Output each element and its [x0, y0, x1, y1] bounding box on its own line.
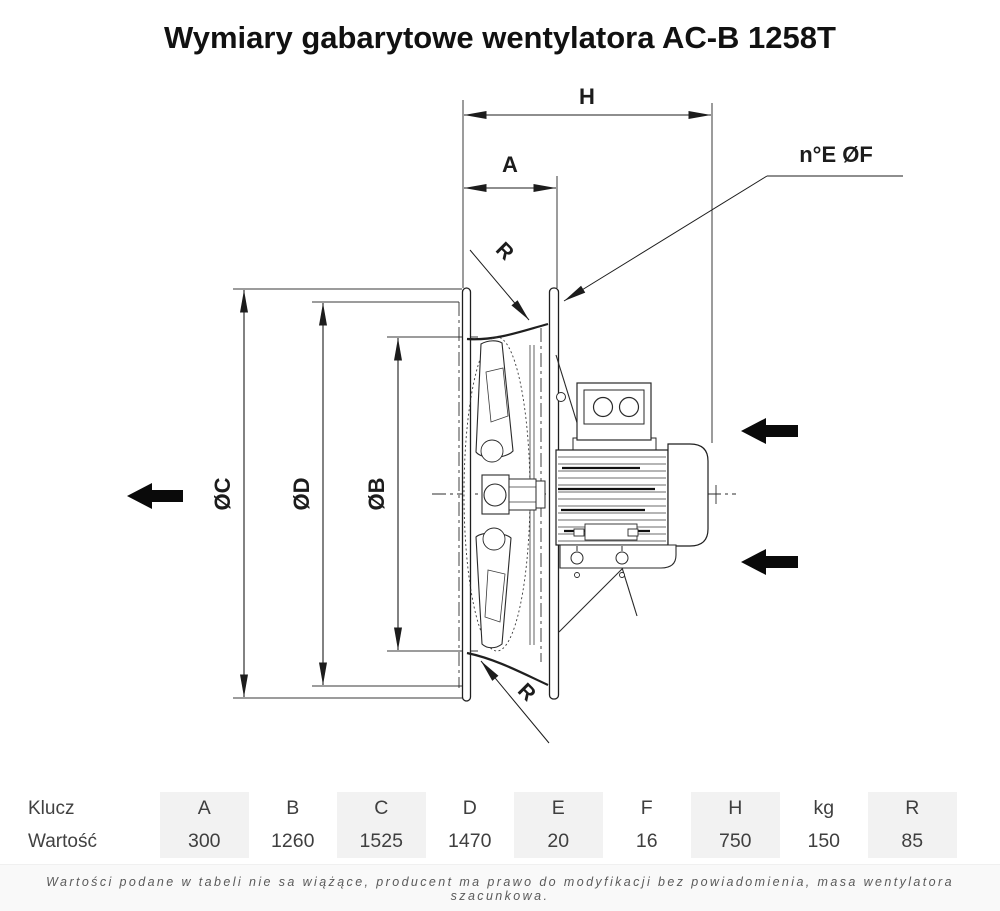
column-key: B	[286, 797, 300, 819]
motor-foot	[573, 528, 585, 537]
column-value: 1470	[448, 830, 492, 852]
table-column-r: R 85	[868, 792, 957, 858]
dim-label-bolt-holes: n°E ØF	[799, 142, 873, 167]
motor-foot	[627, 528, 639, 537]
airflow-arrows	[127, 418, 798, 575]
cable-gland	[618, 396, 640, 418]
dim-label-radius-top: R	[491, 238, 518, 265]
table-column-e: E 20	[514, 792, 603, 858]
dim-label-h: H	[579, 84, 595, 109]
footer-band: Wartości podane w tabeli nie sa wiążące,…	[0, 864, 1000, 911]
table-column-b: B 1260	[249, 792, 338, 858]
column-value: 20	[547, 830, 570, 852]
table-columns: A 300 B 1260 C 1525 D 1470 E 20 F 16	[160, 792, 957, 858]
table-column-c: C 1525	[337, 792, 426, 858]
dimensions-table: Klucz Wartość A 300 B 1260 C 1525 D 1470…	[0, 792, 1000, 858]
column-value: 300	[187, 830, 221, 852]
dim-label-dia-d: ØD	[289, 478, 314, 511]
leader-lines	[469, 175, 903, 744]
dim-label-a: A	[502, 152, 518, 177]
column-value: 150	[807, 830, 841, 852]
bracket-bolt	[615, 551, 629, 565]
airflow-arrow-inlet-bottom-icon	[741, 549, 798, 575]
column-value: 1525	[359, 830, 403, 852]
motor-end-shield	[667, 443, 709, 547]
extension-lines	[233, 100, 713, 699]
dim-label-radius-bottom: R	[513, 679, 540, 706]
disclaimer-text: Wartości podane w tabeli nie sa wiążące,…	[46, 875, 954, 903]
table-column-f: F 16	[603, 792, 692, 858]
impeller	[463, 336, 546, 652]
bracket-bolt-tip	[619, 572, 625, 578]
page-title: Wymiary gabarytowe wentylatora AC-B 1258…	[164, 20, 836, 55]
column-key: C	[374, 797, 389, 819]
dim-label-dia-c: ØC	[210, 477, 235, 510]
column-value: 16	[635, 830, 658, 852]
airflow-arrow-inlet-top-icon	[741, 418, 798, 444]
cable-gland	[592, 396, 614, 418]
value-row-label: Wartość	[28, 831, 97, 852]
column-value: 1260	[271, 830, 315, 852]
airflow-arrow-left-icon	[127, 483, 183, 509]
column-value: 750	[718, 830, 752, 852]
key-row-label: Klucz	[28, 798, 75, 819]
column-key: H	[728, 797, 743, 819]
table-column-kg: kg 150	[780, 792, 869, 858]
motor-assembly	[555, 354, 709, 633]
column-key: kg	[813, 797, 835, 819]
fan-housing	[461, 287, 560, 702]
panel-hole	[556, 392, 566, 402]
table-column-a: A 300	[160, 792, 249, 858]
fan-dimension-drawing: H A n°E ØF ØC ØD ØB R R	[127, 84, 903, 744]
column-key: D	[462, 797, 477, 819]
column-value: 85	[901, 830, 924, 852]
table-column-h: H 750	[691, 792, 780, 858]
column-key: A	[197, 797, 211, 819]
column-key: F	[640, 797, 653, 819]
bracket-bolt	[570, 551, 584, 565]
column-key: E	[551, 797, 565, 819]
support-gusset-edge	[558, 556, 635, 633]
table-row-labels: Klucz Wartość	[0, 792, 160, 858]
bracket-bolt-tip	[574, 572, 580, 578]
dim-label-dia-b: ØB	[364, 478, 389, 511]
table-column-d: D 1470	[426, 792, 515, 858]
column-key: R	[905, 797, 920, 819]
dimension-lines	[240, 111, 711, 697]
